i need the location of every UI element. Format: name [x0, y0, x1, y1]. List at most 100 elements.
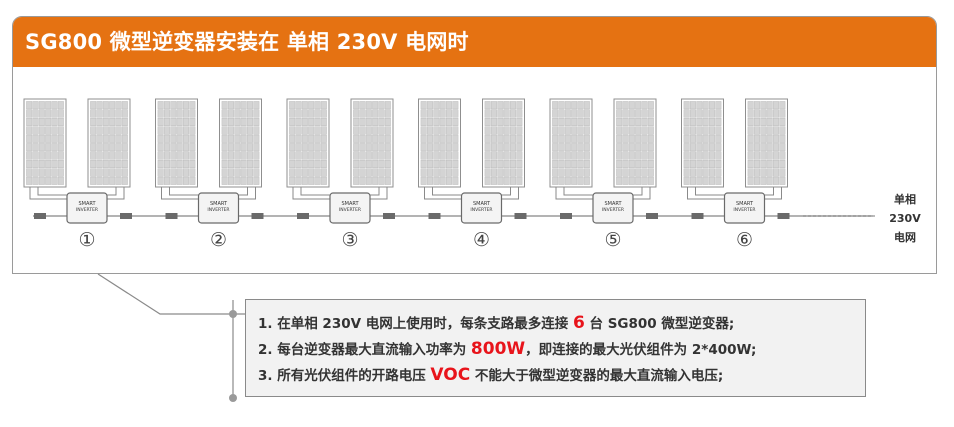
panel-cell [641, 126, 648, 135]
panel-cell [353, 151, 360, 160]
panel-cell [715, 168, 722, 177]
panel-cell [183, 159, 189, 168]
panel-cell [484, 159, 491, 168]
panel-cell [622, 101, 629, 110]
panel-cell [571, 101, 578, 110]
panel-cell [240, 168, 247, 177]
panel-cell [641, 151, 648, 160]
panel-cell [170, 109, 177, 118]
panel-cell [38, 117, 45, 126]
panel-cell [301, 176, 308, 185]
panel-cell [314, 101, 321, 110]
panel-cell [491, 101, 497, 110]
panel-cell [320, 101, 327, 110]
panel-cell [747, 109, 754, 118]
unit-number: ② [210, 229, 227, 251]
panel-cell [189, 134, 196, 143]
panel-cell [121, 176, 128, 185]
panel-cell [372, 109, 379, 118]
panel-cell [314, 168, 321, 177]
panel-cell [439, 109, 446, 118]
panel-cell [491, 151, 497, 160]
panel-cell [289, 176, 296, 185]
panel-cell [433, 109, 440, 118]
panel-cell [102, 176, 109, 185]
panel-cell [427, 159, 433, 168]
panel-cell [683, 143, 690, 152]
panel-cell [773, 151, 779, 160]
panel-cell [577, 159, 584, 168]
panel-cell [497, 126, 504, 135]
panel-cell [497, 176, 504, 185]
panel-cell [773, 109, 779, 118]
unit-number: ⑥ [736, 229, 753, 251]
panel-cell [583, 176, 590, 185]
panel-cell [176, 168, 183, 177]
panel-cell [157, 134, 164, 143]
panel-cell [628, 176, 635, 185]
micro-inverter [66, 192, 108, 224]
panel-cell [439, 101, 446, 110]
panel-cell [773, 143, 779, 152]
panel-cell [690, 109, 696, 118]
panel-cell [38, 143, 45, 152]
panel-cell [289, 168, 296, 177]
panel-cell [45, 101, 52, 110]
panel-cell [308, 134, 315, 143]
panel-cell [96, 101, 103, 110]
panel-cell [384, 134, 391, 143]
panel-cell [378, 159, 385, 168]
panel-cell [109, 143, 116, 152]
unit-number: ① [78, 229, 95, 251]
panel-cell [628, 117, 635, 126]
panel-cell [709, 151, 715, 160]
panel-cell [157, 143, 164, 152]
panel-cell [38, 134, 45, 143]
unit-number: ③ [341, 229, 358, 251]
grid-label: 230V [889, 212, 921, 225]
panel-cell [616, 159, 623, 168]
panel-cell [577, 126, 584, 135]
panel-cell [747, 143, 754, 152]
panel-cell [301, 143, 308, 152]
panel-cell [247, 134, 253, 143]
panel-cell [647, 151, 654, 160]
panel-cell [690, 151, 696, 160]
panel-cell [616, 143, 623, 152]
panel-cell [240, 176, 247, 185]
panel-cell [157, 126, 164, 135]
panel-cell [115, 134, 122, 143]
panel-cell [353, 101, 360, 110]
panel-cell [170, 117, 177, 126]
panel-cell [170, 176, 177, 185]
panel-cell [365, 117, 372, 126]
panel-cell [491, 168, 497, 177]
panel-cell [558, 176, 565, 185]
panel-cell [647, 109, 654, 118]
panel-cell [183, 101, 189, 110]
panel-cell [57, 151, 64, 160]
panel-cell [709, 117, 715, 126]
panel-cell [164, 126, 170, 135]
panel-cell [308, 151, 315, 160]
panel-cell [690, 168, 696, 177]
panel-cell [690, 101, 696, 110]
panel-cell [747, 176, 754, 185]
panel-cell [516, 176, 523, 185]
panel-cell [121, 168, 128, 177]
panel-cell [26, 126, 33, 135]
panel-cell [121, 143, 128, 152]
dc-wire [238, 187, 256, 200]
dc-wire [107, 187, 125, 200]
panel-cell [51, 168, 58, 177]
panel-cell [57, 159, 64, 168]
panel-cell [228, 176, 234, 185]
panel-cell [696, 176, 703, 185]
panel-cell [183, 151, 189, 160]
panel-cell [96, 159, 103, 168]
panel-cell [433, 168, 440, 177]
panel-cell [221, 134, 228, 143]
panel-cell [301, 134, 308, 143]
panel-cell [314, 109, 321, 118]
panel-cell [295, 117, 302, 126]
